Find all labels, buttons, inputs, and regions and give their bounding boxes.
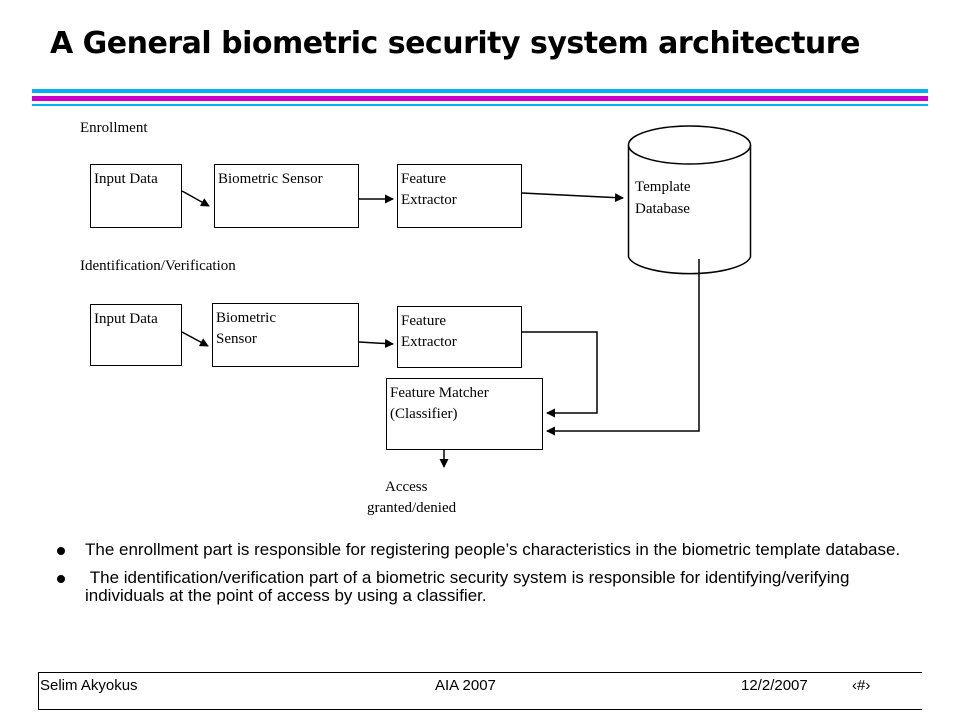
- arrow-ident-input-to-sensor: [181, 331, 209, 347]
- footer-event: AIA 2007: [435, 677, 496, 694]
- matcher-line1: Feature Matcher: [390, 385, 489, 401]
- ident-input-data-box: Input Data: [90, 304, 182, 366]
- ident-extractor-line1: Feature: [401, 313, 446, 329]
- footer-date: 12/2/2007: [741, 677, 808, 694]
- feature-matcher-box: Feature Matcher (Classifier): [386, 378, 543, 450]
- connector-extractor-to-matcher: [522, 331, 598, 418]
- title-rule-top: [32, 89, 928, 93]
- bullet-list: The enrollment part is responsible for r…: [56, 541, 906, 615]
- template-database-label: Template Database: [635, 176, 691, 220]
- bullet-dot-icon: [57, 575, 65, 583]
- database-line1: Template: [635, 179, 691, 195]
- template-database-cylinder: [627, 125, 752, 275]
- enroll-feature-extractor-box: Feature Extractor: [397, 164, 522, 228]
- access-label-line1: Access: [385, 479, 428, 495]
- bullet-text: The enrollment part is responsible for r…: [85, 540, 901, 559]
- enroll-biometric-sensor-label: Biometric Sensor: [218, 171, 323, 187]
- enrollment-heading: Enrollment: [80, 120, 148, 136]
- enroll-input-data-label: Input Data: [94, 171, 158, 187]
- identification-heading: Identification/Verification: [80, 258, 236, 274]
- connector-database-to-matcher: [546, 259, 700, 436]
- ident-sensor-line2: Sensor: [216, 331, 257, 347]
- slide-footer: [38, 672, 922, 710]
- footer-page-number: ‹#›: [852, 677, 871, 694]
- ident-input-data-label: Input Data: [94, 311, 158, 327]
- footer-author: Selim Akyokus: [40, 677, 138, 694]
- arrow-ident-sensor-to-extractor: [358, 339, 394, 349]
- bullet-dot-icon: [57, 547, 65, 555]
- bullet-item: The identification/verification part of …: [56, 569, 906, 605]
- ident-feature-extractor-box: Feature Extractor: [397, 306, 522, 368]
- arrow-enroll-extractor-to-database: [521, 192, 624, 203]
- bullet-item: The enrollment part is responsible for r…: [56, 541, 906, 559]
- arrow-enroll-input-to-sensor: [181, 190, 210, 207]
- ident-biometric-sensor-box: Biometric Sensor: [212, 303, 359, 367]
- database-line2: Database: [635, 201, 690, 217]
- title-rule-middle: [32, 96, 928, 101]
- enroll-input-data-box: Input Data: [90, 164, 182, 228]
- ident-sensor-line1: Biometric: [216, 310, 276, 326]
- enroll-biometric-sensor-box: Biometric Sensor: [214, 164, 359, 228]
- matcher-line2: (Classifier): [390, 406, 458, 422]
- ident-extractor-line2: Extractor: [401, 334, 457, 350]
- slide-title: A General biometric security system arch…: [50, 26, 860, 61]
- bullet-text: The identification/verification part of …: [85, 568, 855, 605]
- enroll-extractor-line1: Feature: [401, 171, 446, 187]
- access-label-line2: granted/denied: [367, 500, 457, 516]
- title-rule-bottom: [32, 104, 928, 106]
- enroll-extractor-line2: Extractor: [401, 192, 457, 208]
